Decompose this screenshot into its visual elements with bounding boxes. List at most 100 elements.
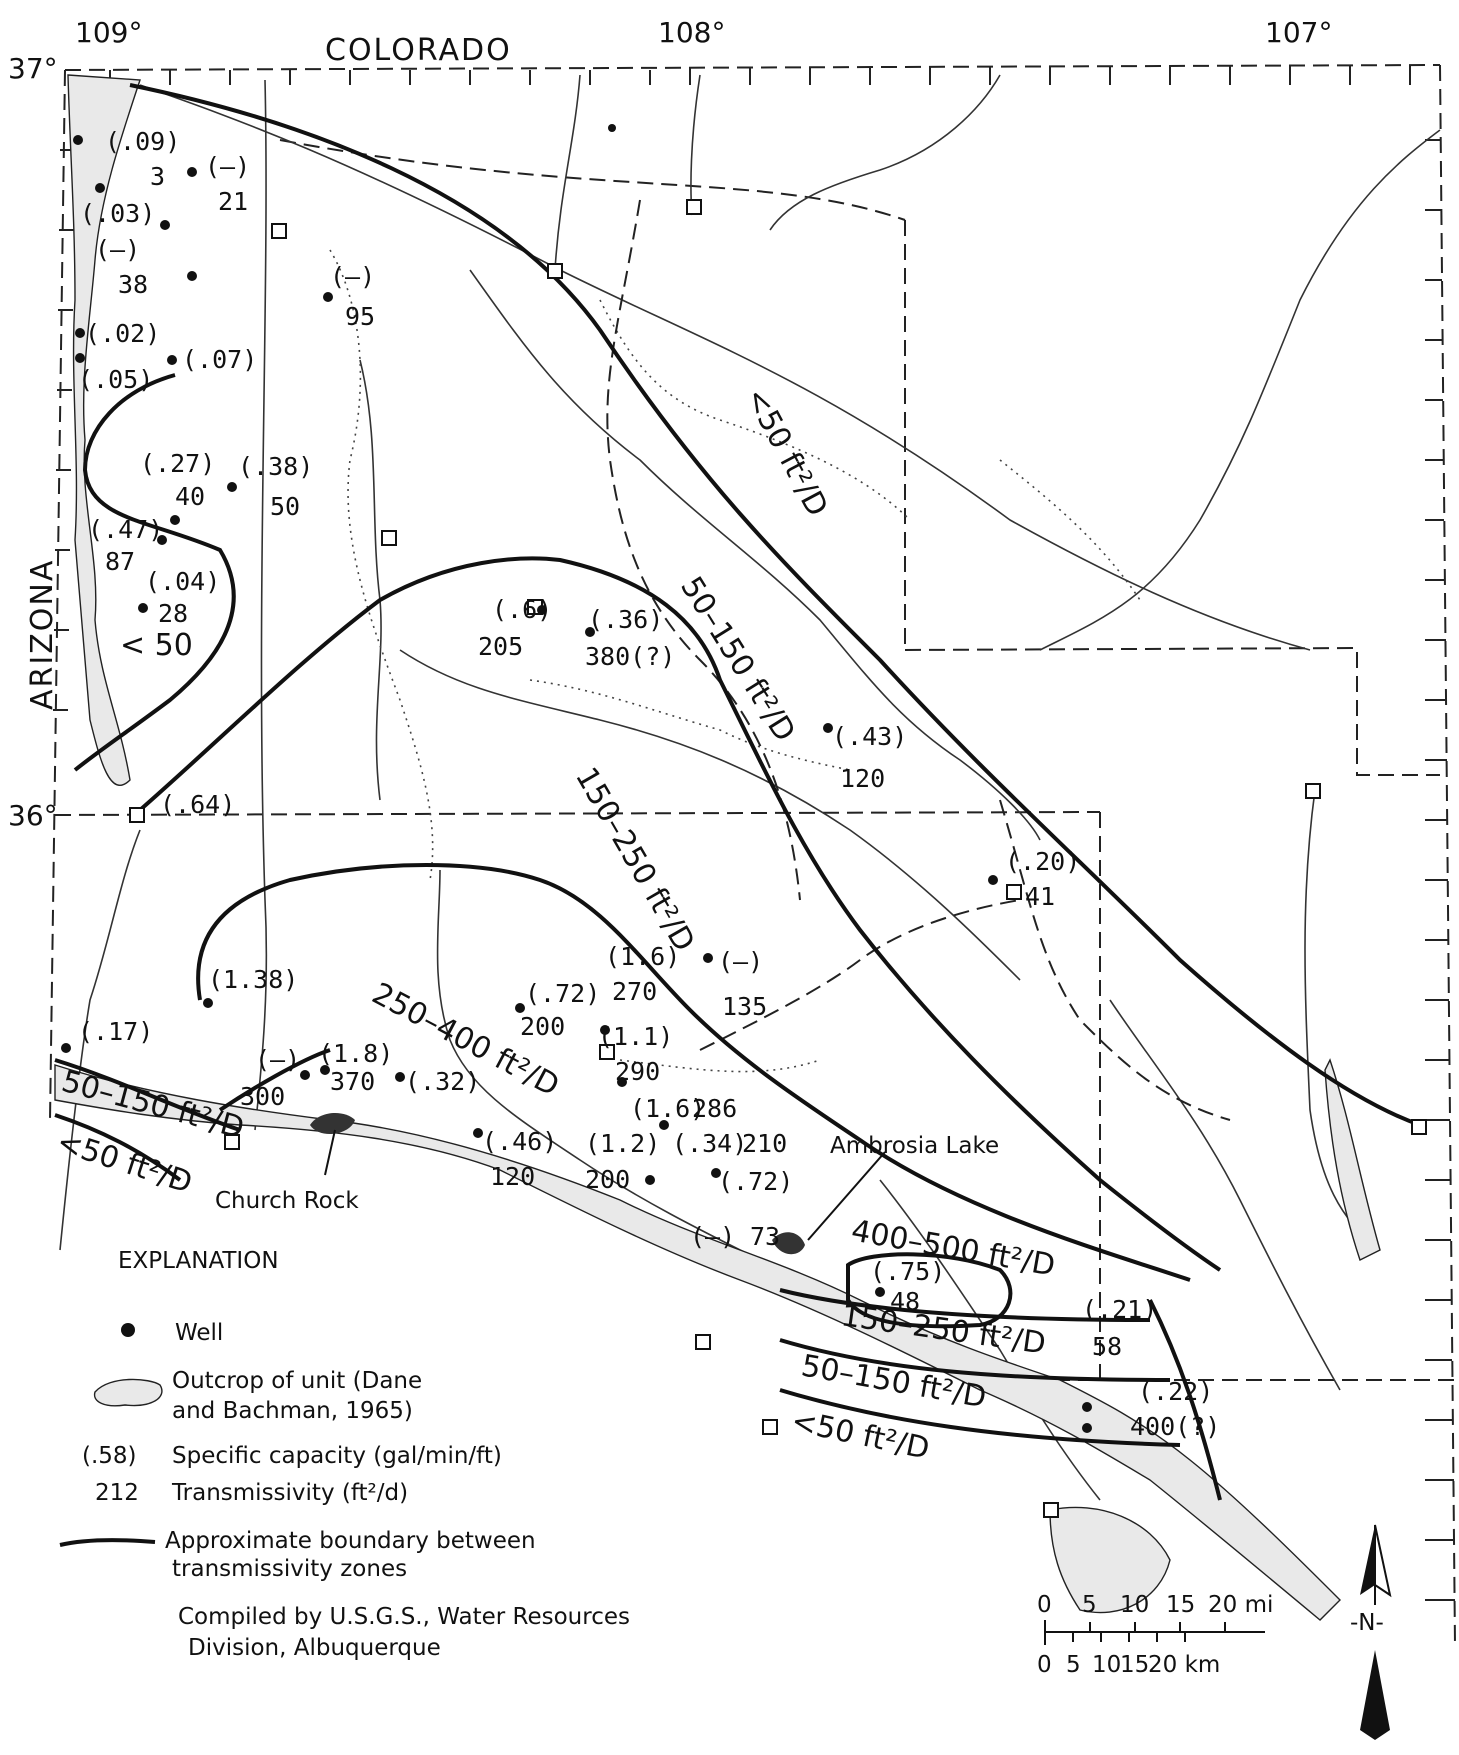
specific-capacity: (.04) xyxy=(145,567,220,596)
transmissivity: 380(?) xyxy=(585,642,675,671)
specific-capacity: (.72) xyxy=(525,979,600,1008)
transmissivity: 95 xyxy=(345,302,375,331)
transmissivity: 58 xyxy=(1092,1332,1122,1361)
well: (–)300 xyxy=(240,1045,310,1111)
well: (.07) xyxy=(167,345,257,374)
legend-outcrop-line-1: Outcrop of unit (Dane xyxy=(172,1368,422,1394)
scale-km-label: 20 km xyxy=(1148,1652,1220,1678)
river-12 xyxy=(879,1179,1101,1501)
river-3 xyxy=(554,74,581,271)
transmissivity: 135 xyxy=(722,992,767,1021)
dashed-wash-2 xyxy=(999,799,1231,1121)
transmissivity: 41 xyxy=(1025,882,1055,911)
scale-mi-label: 5 xyxy=(1082,1592,1097,1618)
boundary-sw-1 xyxy=(54,1058,241,1132)
specific-capacity: (.46) xyxy=(482,1127,557,1156)
specific-capacity: (.17) xyxy=(78,1017,153,1046)
transmissivity: 270 xyxy=(612,977,657,1006)
specific-capacity: (.36) xyxy=(588,605,663,634)
specific-capacity: (.47) xyxy=(88,515,163,544)
specific-capacity: (.72) xyxy=(718,1167,793,1196)
river-1 xyxy=(254,79,268,1131)
specific-capacity: (1.8) xyxy=(318,1039,393,1068)
frame xyxy=(49,64,1456,1646)
well: (.46)120 xyxy=(473,1127,557,1191)
transmissivity: 290 xyxy=(615,1057,660,1086)
transmissivity: 48 xyxy=(890,1287,920,1316)
well: (–) 73 xyxy=(690,1222,780,1251)
well: (.22)400(?) xyxy=(1082,1377,1220,1441)
zone-label: 50–150 ft²/D xyxy=(673,571,802,748)
scale-mi-label: 10 xyxy=(1120,1592,1149,1618)
specific-capacity: (–) xyxy=(205,152,250,181)
well: (1.8)370 xyxy=(318,1039,393,1096)
well: (.21) 58 xyxy=(1082,1295,1157,1412)
north-arrow-head-outline xyxy=(1374,1524,1392,1598)
ambrosia-lake-label: Ambrosia Lake xyxy=(830,1133,999,1159)
specific-capacity: (–) xyxy=(255,1045,300,1074)
transmissivity: 200 xyxy=(585,1165,630,1194)
specific-capacity: (.38) xyxy=(238,452,313,481)
boundary-50-150-150-250 xyxy=(138,556,1222,1272)
scale-km-label: 5 xyxy=(1066,1652,1081,1678)
lon-107-label: 107° xyxy=(1265,16,1332,49)
lat-36-label: 36° xyxy=(8,799,58,832)
well: (.36) 380(?) xyxy=(585,605,675,671)
river-11 xyxy=(436,869,761,1261)
specific-capacity: (1.6) xyxy=(605,942,680,971)
well: (.75)48 xyxy=(870,1257,945,1316)
specific-capacity: (–) xyxy=(718,947,763,976)
well: (.05) xyxy=(75,353,153,394)
well: (.03) xyxy=(80,183,155,228)
river-13 xyxy=(359,359,382,801)
transmissivity: 120 xyxy=(840,764,885,793)
dotted-stream-4 xyxy=(999,459,1141,601)
well: (.02) xyxy=(75,319,160,348)
specific-capacity: (.03) xyxy=(80,199,155,228)
specific-capacity: (.20) xyxy=(1005,847,1080,876)
specific-capacity: (.21) xyxy=(1082,1295,1157,1324)
scale-bar: 0 5 10 15 20 mi 0 5 10 15 20 km xyxy=(1037,1592,1273,1678)
specific-capacity: (.43) xyxy=(832,722,907,751)
well: (.38)50 xyxy=(238,452,313,521)
outcrop-belts xyxy=(54,74,1381,1621)
rio-puerco xyxy=(1304,789,1381,1251)
specific-capacity: (–) xyxy=(690,1222,735,1251)
boundary-west xyxy=(73,373,236,772)
scale-mi-label: 20 mi xyxy=(1208,1592,1273,1618)
lon-108-label: 108° xyxy=(658,16,725,49)
border-ticks xyxy=(53,66,1455,1601)
river-6 xyxy=(1039,129,1441,651)
wells: (.09)3 (–)21 (.03) (–)38 (–)95 (.02) (.0… xyxy=(61,124,1220,1441)
credit-line-2: Division, Albuquerque xyxy=(188,1635,441,1661)
boundary-se-1 xyxy=(779,1288,1151,1322)
boundary-se-4 xyxy=(1148,1299,1222,1501)
eastern-outcrop xyxy=(1324,1058,1381,1261)
scale-km-label: 15 xyxy=(1120,1652,1149,1678)
dotted-stream-1 xyxy=(329,249,434,881)
transmissivity: 286 xyxy=(692,1094,737,1123)
boundary-se-3 xyxy=(779,1388,1181,1447)
north-arrow: -N- xyxy=(1350,1524,1392,1740)
specific-capacity: (.6) xyxy=(492,595,552,624)
towns xyxy=(129,199,1427,1518)
transmissivity: 38 xyxy=(118,270,148,299)
zone-label: 150–250 ft²/D xyxy=(568,762,701,958)
transmissivity: 73 xyxy=(750,1222,780,1251)
church-rock-mine xyxy=(310,1113,355,1135)
transmissivity: 3 xyxy=(150,162,165,191)
credit-line-1: Compiled by U.S.G.S., Water Resources xyxy=(178,1604,630,1630)
well: (1.2)200 xyxy=(585,1129,660,1194)
river-10 xyxy=(1109,999,1341,1391)
boundary-sw-2 xyxy=(54,1113,182,1182)
san-juan-river xyxy=(139,84,1311,651)
lat-37-label: 37° xyxy=(8,52,58,85)
well: (.72) xyxy=(711,1167,793,1196)
dashed-wash-3 xyxy=(699,899,1021,1051)
well xyxy=(608,124,616,132)
specific-capacity: (.32) xyxy=(405,1067,480,1096)
boundary-lt50-50-150 xyxy=(129,83,1421,1127)
legend-sc-label: Specific capacity (gal/min/ft) xyxy=(172,1443,502,1469)
well: (1.6) 270 xyxy=(605,942,680,1006)
well: (–)38 xyxy=(95,220,170,299)
